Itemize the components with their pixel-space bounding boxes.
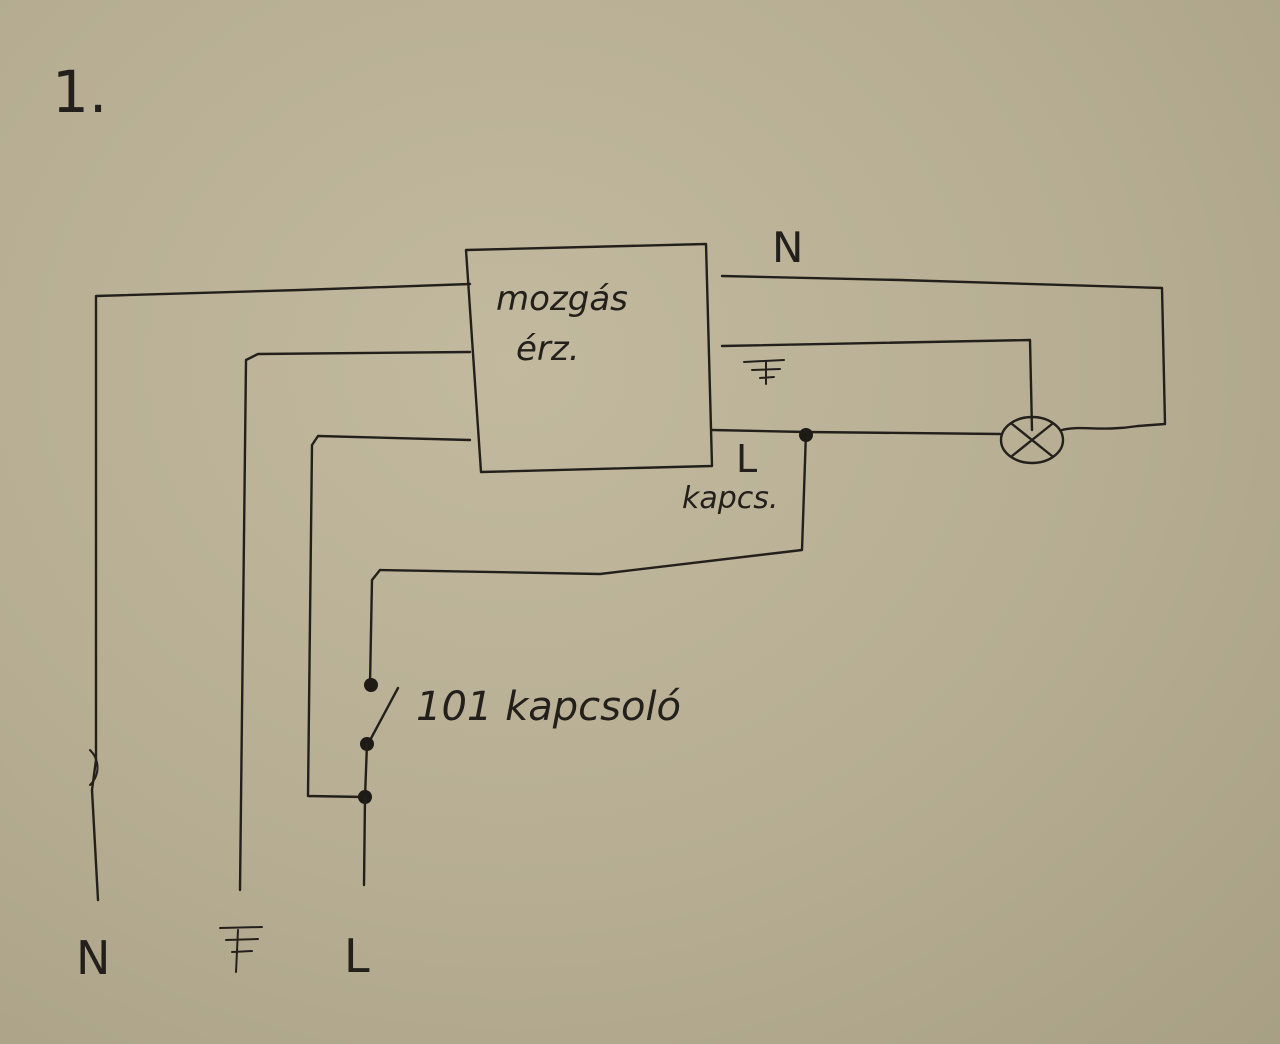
- switch-lower-lead: [363, 742, 369, 799]
- switch-label: 101 kapcsoló: [416, 684, 681, 730]
- wire-crossover-mark: [89, 749, 99, 786]
- line-wire-left: [306, 434, 472, 799]
- neutral-wire-right: [720, 274, 1167, 428]
- line-label-top: L: [736, 437, 757, 481]
- switch-contact-top: [364, 678, 378, 692]
- switch-upper-lead: [368, 430, 808, 686]
- motion-sensor-box: [464, 242, 714, 474]
- kapcs-label: kapcs.: [682, 481, 778, 516]
- lamp-icon: [999, 415, 1065, 465]
- line-label-bottom: L: [344, 929, 370, 983]
- line-junction: [799, 428, 813, 442]
- device-label-line1: mozgás: [496, 279, 628, 319]
- sheet-number: 1.: [52, 58, 107, 126]
- ground-icon: [743, 359, 785, 385]
- ground-wire-left: [238, 350, 472, 892]
- device-label-line2: érz.: [516, 329, 580, 369]
- neutral-label-top: N: [772, 223, 803, 272]
- neutral-label-bottom: N: [76, 931, 110, 985]
- switched-line-wire: [710, 428, 1002, 436]
- neutral-wire-left: [90, 282, 472, 902]
- ground-wire-right: [720, 338, 1034, 432]
- lamp-lead: [1060, 424, 1140, 432]
- line-wire-bottom: [362, 795, 367, 887]
- switch-icon: [366, 686, 400, 746]
- ground-icon: [219, 926, 263, 973]
